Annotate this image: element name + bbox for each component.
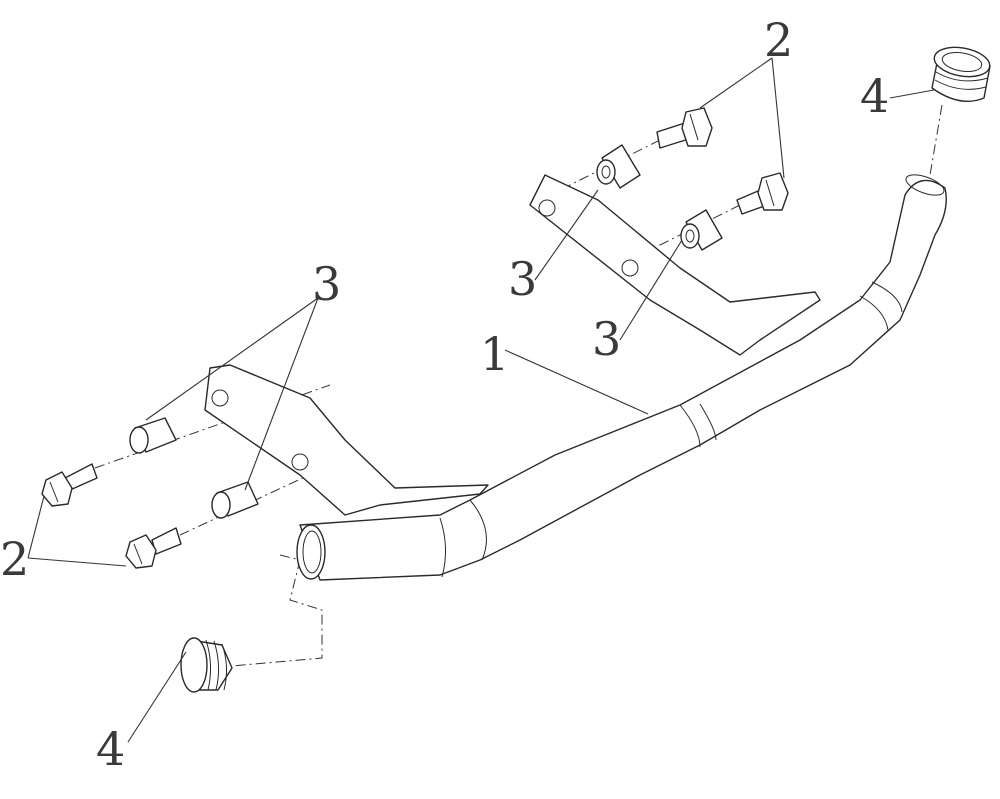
nut-insert-left-a bbox=[129, 417, 177, 454]
nut-insert-upper-a bbox=[596, 144, 641, 189]
end-cap-lower bbox=[180, 637, 233, 693]
callout-part-1: 1 bbox=[480, 327, 509, 381]
callout-part-3-upper-b: 3 bbox=[592, 312, 621, 366]
nut-insert-left-b bbox=[211, 481, 259, 519]
callout-labels: 1 2 2 3 3 3 4 4 bbox=[0, 13, 889, 776]
end-cap-upper bbox=[931, 46, 991, 102]
bolt-left-b bbox=[125, 527, 182, 569]
bolt-left-a bbox=[41, 463, 98, 507]
callout-part-4-upper: 4 bbox=[860, 69, 889, 123]
callout-part-4-lower: 4 bbox=[96, 722, 125, 776]
callout-part-3-left: 3 bbox=[312, 257, 341, 311]
bolt-upper-b bbox=[736, 172, 789, 215]
bracket-right bbox=[529, 174, 821, 356]
callout-part-2-lower: 2 bbox=[0, 532, 29, 586]
callout-part-2-upper: 2 bbox=[764, 13, 793, 67]
callout-part-3-upper-a: 3 bbox=[508, 252, 537, 306]
nut-insert-upper-b bbox=[680, 209, 723, 251]
bracket-left bbox=[204, 364, 489, 516]
bumper-tube bbox=[204, 174, 947, 581]
bolt-upper-a bbox=[656, 107, 713, 149]
tube-open-end bbox=[296, 524, 326, 580]
leader-lines bbox=[27, 57, 935, 743]
